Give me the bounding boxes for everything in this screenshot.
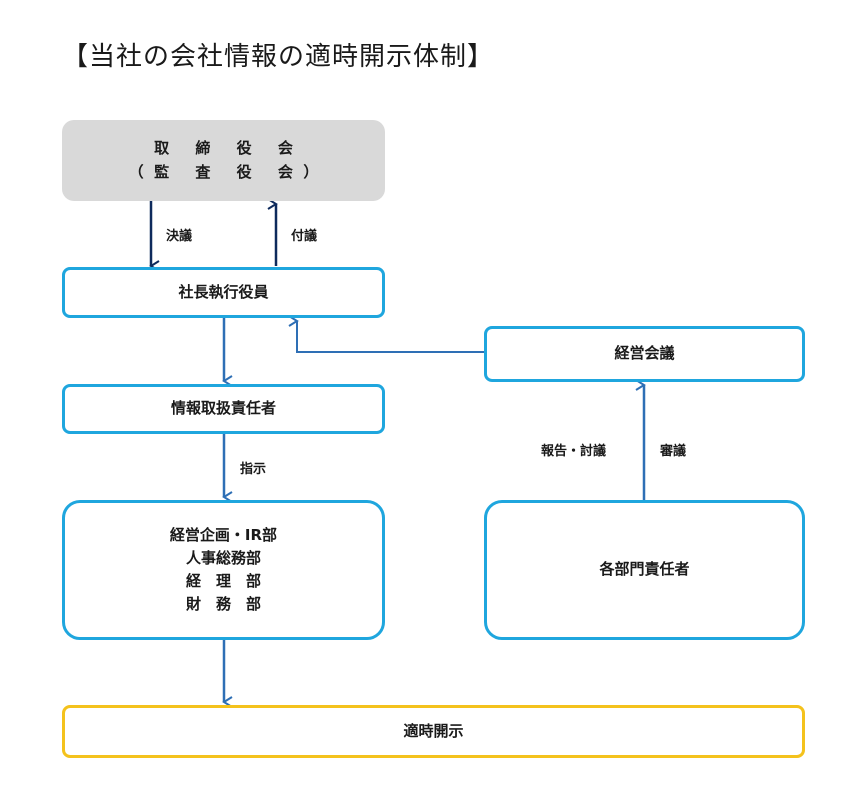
arrow-meeting-to-president (288, 315, 485, 353)
departments-line3: 経 理 部 (185, 572, 261, 590)
management-meeting-node: 経営会議 (484, 326, 805, 382)
departments-line1: 経営企画・IR部 (169, 525, 278, 544)
info-officer-node: 情報取扱責任者 (62, 384, 385, 434)
page-title: 【当社の会社情報の適時開示体制】 (62, 42, 495, 72)
edge-label-report-discuss: 報告・討議 (541, 444, 607, 459)
board-node: 取 締 役 会 （監 査 役 会） (62, 120, 385, 201)
dept-heads-node: 各部門責任者 (484, 500, 805, 640)
edge-label-resolution: 決議 (166, 229, 193, 244)
board-label-line2: （監 査 役 会） (128, 162, 329, 181)
edge-label-deliberation: 審議 (660, 444, 687, 459)
dept-heads-label: 各部門責任者 (599, 560, 690, 579)
edge-label-instruction: 指示 (240, 462, 267, 477)
disclosure-node: 適時開示 (62, 705, 805, 758)
board-label-line1: 取 締 役 会 (154, 139, 304, 158)
president-label: 社長執行役員 (178, 282, 269, 301)
edge-label-submission: 付議 (291, 229, 318, 244)
disclosure-label: 適時開示 (403, 721, 464, 740)
president-node: 社長執行役員 (62, 267, 385, 318)
departments-line4: 財 務 部 (185, 595, 261, 614)
departments-node: 経営企画・IR部 人事総務部 経 理 部 財 務 部 (62, 500, 385, 640)
management-meeting-label: 経営会議 (614, 344, 675, 363)
info-officer-label: 情報取扱責任者 (170, 399, 276, 418)
departments-line2: 人事総務部 (185, 548, 261, 567)
